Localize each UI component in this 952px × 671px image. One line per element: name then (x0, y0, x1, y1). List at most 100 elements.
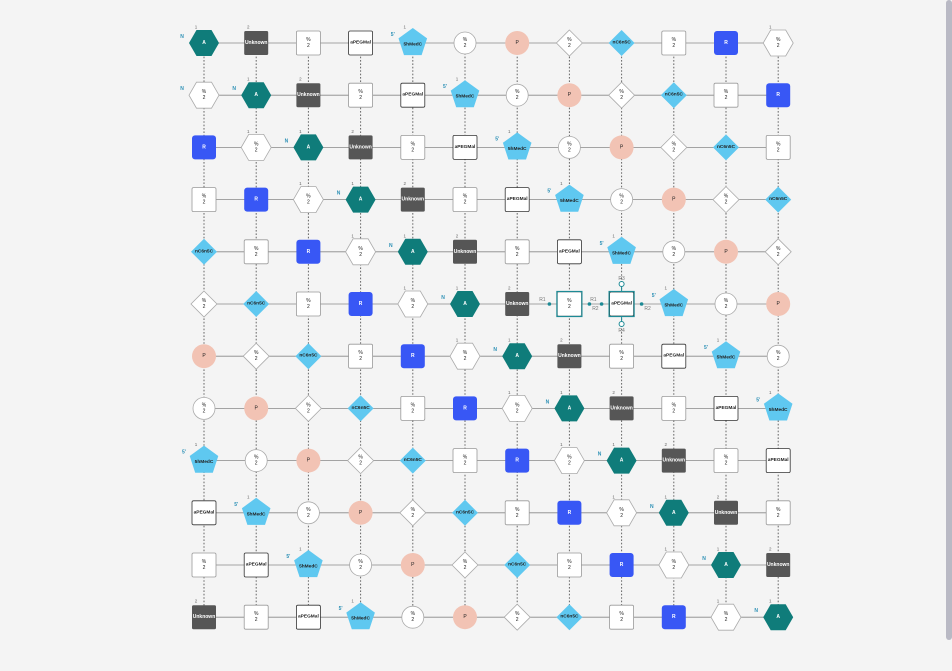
monomer-r[interactable]: R (714, 31, 738, 55)
monomer-percent[interactable]: %2 (503, 603, 531, 631)
monomer-r[interactable]: R (296, 239, 321, 264)
monomer-unknown[interactable]: Unknown (192, 605, 216, 630)
monomer-percent[interactable]: %2 (449, 342, 481, 370)
monomer-a[interactable]: A (241, 82, 272, 109)
monomer-percent[interactable]: %2 (765, 500, 791, 526)
monomer-r[interactable]: R (505, 448, 530, 473)
monomer-percent[interactable]: %2 (713, 448, 739, 474)
monomer-apegmal[interactable]: aPEGMal (609, 291, 634, 317)
monomer-r[interactable]: R (244, 187, 269, 212)
monomer-unknown[interactable]: Unknown (766, 553, 791, 577)
monomer-a[interactable]: A (397, 238, 428, 265)
monomer-percent[interactable]: %2 (504, 239, 530, 265)
monomer-nc6n5c[interactable]: nC6n5C (765, 186, 792, 213)
monomer-percent[interactable]: %2 (400, 395, 426, 421)
monomer-percent[interactable]: %2 (452, 187, 478, 213)
attachment-point[interactable] (587, 302, 592, 306)
monomer-percent[interactable]: %2 (295, 291, 321, 317)
monomer-r[interactable]: R (609, 553, 634, 577)
monomer-5hmedc[interactable]: 5hMedC (607, 236, 636, 264)
monomer-unknown[interactable]: Unknown (296, 83, 321, 108)
attachment-point-r4[interactable] (618, 321, 625, 327)
monomer-percent[interactable]: %2 (401, 605, 425, 629)
monomer-5hmedc[interactable]: 5hMedC (502, 132, 532, 160)
monomer-percent[interactable]: %2 (188, 81, 220, 109)
monomer-percent[interactable]: %2 (764, 238, 792, 266)
monomer-unknown[interactable]: Unknown (714, 500, 738, 525)
monomer-percent[interactable]: %2 (242, 342, 270, 370)
monomer-5hmedc[interactable]: 5hMedC (189, 445, 219, 473)
monomer-unknown[interactable]: Unknown (661, 448, 686, 473)
monomer-a[interactable]: A (450, 291, 480, 317)
monomer-percent[interactable]: %2 (501, 394, 533, 422)
monomer-apegmal[interactable]: aPEGMal (765, 448, 791, 474)
monomer-percent[interactable]: %2 (504, 500, 530, 526)
attachment-point[interactable] (599, 302, 604, 306)
monomer-percent[interactable]: %2 (557, 291, 582, 317)
monomer-5hmedc[interactable]: 5hMedC (711, 341, 741, 369)
monomer-r[interactable]: R (661, 605, 686, 630)
attachment-point[interactable] (547, 302, 552, 306)
monomer-percent[interactable]: %2 (451, 551, 479, 579)
monomer-r[interactable]: R (348, 292, 373, 316)
monomer-percent[interactable]: %2 (714, 292, 738, 316)
monomer-percent[interactable]: %2 (244, 449, 268, 473)
monomer-percent[interactable]: %2 (190, 290, 218, 318)
monomer-5hmedc[interactable]: 5hMedC (346, 602, 375, 630)
monomer-percent[interactable]: %2 (349, 553, 373, 577)
monomer-apegmal[interactable]: aPEGMal (243, 552, 269, 578)
monomer-unknown[interactable]: Unknown (505, 292, 530, 316)
monomer-percent[interactable]: %2 (191, 552, 217, 578)
monomer-unknown[interactable]: Unknown (348, 135, 373, 160)
monomer-5hmedc[interactable]: 5hMedC (763, 393, 793, 421)
monomer-p[interactable]: P (766, 292, 791, 316)
monomer-percent[interactable]: %2 (609, 604, 634, 630)
monomer-percent[interactable]: %2 (294, 394, 322, 422)
monomer-percent[interactable]: %2 (555, 29, 583, 57)
monomer-p[interactable]: P (557, 83, 582, 108)
monomer-p[interactable]: P (661, 187, 686, 212)
monomer-p[interactable]: P (192, 344, 216, 369)
monomer-percent[interactable]: %2 (558, 135, 581, 159)
monomer-unknown[interactable]: Unknown (453, 239, 477, 264)
monomer-nc6n5c[interactable]: nC6n5C (191, 238, 217, 265)
monomer-5hmedc[interactable]: 5hMedC (294, 550, 323, 578)
monomer-apegmal[interactable]: aPEGMal (295, 604, 321, 630)
monomer-percent[interactable]: %2 (348, 82, 374, 108)
monomer-nc6n5c[interactable]: nC6n5C (243, 291, 270, 317)
monomer-percent[interactable]: %2 (713, 82, 739, 108)
monomer-percent[interactable]: %2 (661, 395, 687, 421)
monomer-percent[interactable]: %2 (452, 448, 478, 474)
monomer-r[interactable]: R (453, 396, 477, 421)
monomer-percent[interactable]: %2 (610, 188, 633, 212)
monomer-r[interactable]: R (557, 500, 582, 525)
monomer-nc6n5c[interactable]: nC6n5C (399, 447, 426, 474)
monomer-a[interactable]: A (711, 552, 741, 578)
monomer-5hmedc[interactable]: 5hMedC (450, 80, 480, 108)
monomer-percent[interactable]: %2 (557, 552, 582, 578)
monomer-percent[interactable]: %2 (345, 238, 377, 266)
attachment-point-r3[interactable] (618, 281, 625, 287)
monomer-unknown[interactable]: Unknown (557, 344, 582, 369)
monomer-p[interactable]: P (505, 31, 530, 55)
monomer-p[interactable]: P (296, 448, 321, 473)
monomer-percent[interactable]: %2 (505, 83, 529, 107)
attachment-point[interactable] (639, 302, 644, 306)
monomer-percent[interactable]: %2 (553, 447, 585, 475)
monomer-percent[interactable]: %2 (347, 447, 375, 475)
monomer-percent[interactable]: %2 (662, 240, 686, 264)
monomer-r[interactable]: R (192, 135, 216, 160)
monomer-apegmal[interactable]: aPEGMal (191, 500, 217, 526)
monomer-percent[interactable]: %2 (295, 30, 321, 56)
monomer-nc6n5c[interactable]: nC6n5C (608, 30, 635, 56)
monomer-a[interactable]: A (658, 499, 689, 526)
monomer-percent[interactable]: %2 (710, 603, 742, 631)
monomer-a[interactable]: A (345, 186, 376, 213)
monomer-apegmal[interactable]: aPEGMal (452, 134, 478, 160)
monomer-percent[interactable]: %2 (766, 344, 790, 368)
monomer-apegmal[interactable]: aPEGMal (504, 187, 530, 213)
vertical-scrollbar[interactable] (946, 0, 952, 640)
